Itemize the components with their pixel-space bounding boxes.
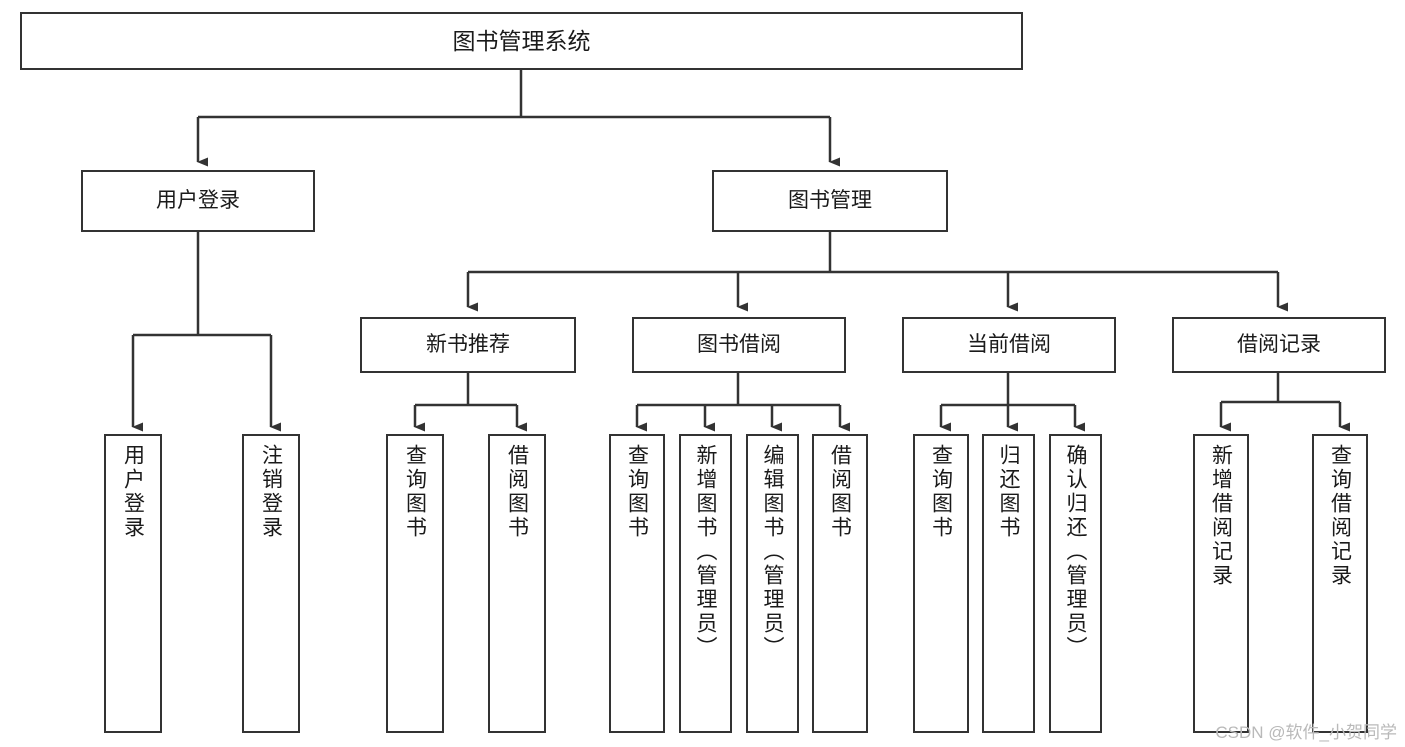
node-leaf-query-book-3[interactable]: 查询图书 [913, 434, 969, 733]
node-leaf-borrow-book-1-label: 借阅图书 [505, 444, 529, 540]
node-leaf-query-record-label: 查询借阅记录 [1328, 444, 1352, 588]
watermark-text: CSDN @软件_小贺同学 [1215, 723, 1397, 742]
node-leaf-query-record[interactable]: 查询借阅记录 [1312, 434, 1368, 733]
node-leaf-borrow-book-1[interactable]: 借阅图书 [488, 434, 546, 733]
node-leaf-borrow-book-2[interactable]: 借阅图书 [812, 434, 868, 733]
node-leaf-query-book-3-label: 查询图书 [929, 444, 953, 540]
node-leaf-add-record[interactable]: 新增借阅记录 [1193, 434, 1249, 733]
node-leaf-logout-label: 注销登录 [259, 444, 283, 540]
node-current-borrow[interactable]: 当前借阅 [902, 317, 1116, 373]
node-leaf-confirm-return-label: 确认归还（管理员） [1064, 444, 1087, 660]
node-leaf-query-book-2[interactable]: 查询图书 [609, 434, 665, 733]
node-root[interactable]: 图书管理系统 [20, 12, 1023, 70]
node-current-borrow-label: 当前借阅 [967, 332, 1051, 356]
node-leaf-borrow-book-2-label: 借阅图书 [828, 444, 852, 540]
node-book-manage[interactable]: 图书管理 [712, 170, 948, 232]
node-root-label: 图书管理系统 [452, 27, 591, 54]
node-leaf-query-book-1-label: 查询图书 [403, 444, 427, 540]
node-book-manage-label: 图书管理 [788, 188, 872, 212]
node-book-borrow-label: 图书借阅 [697, 332, 781, 356]
node-leaf-return-book[interactable]: 归还图书 [982, 434, 1035, 733]
node-leaf-logout[interactable]: 注销登录 [242, 434, 300, 733]
node-new-book-recommend[interactable]: 新书推荐 [360, 317, 576, 373]
node-leaf-user-login-label: 用户登录 [121, 444, 145, 540]
node-leaf-add-record-label: 新增借阅记录 [1209, 444, 1233, 588]
node-leaf-add-book[interactable]: 新增图书（管理员） [679, 434, 732, 733]
node-leaf-confirm-return[interactable]: 确认归还（管理员） [1049, 434, 1102, 733]
node-leaf-query-book-2-label: 查询图书 [625, 444, 649, 540]
node-leaf-edit-book[interactable]: 编辑图书（管理员） [746, 434, 799, 733]
node-user-login[interactable]: 用户登录 [81, 170, 315, 232]
node-leaf-query-book-1[interactable]: 查询图书 [386, 434, 444, 733]
node-borrow-record[interactable]: 借阅记录 [1172, 317, 1386, 373]
node-new-book-recommend-label: 新书推荐 [426, 332, 510, 356]
node-leaf-user-login[interactable]: 用户登录 [104, 434, 162, 733]
node-user-login-label: 用户登录 [156, 188, 240, 212]
node-leaf-add-book-label: 新增图书（管理员） [694, 444, 717, 660]
node-leaf-edit-book-label: 编辑图书（管理员） [761, 444, 784, 660]
node-book-borrow[interactable]: 图书借阅 [632, 317, 846, 373]
node-borrow-record-label: 借阅记录 [1237, 332, 1321, 356]
node-leaf-return-book-label: 归还图书 [997, 444, 1020, 540]
